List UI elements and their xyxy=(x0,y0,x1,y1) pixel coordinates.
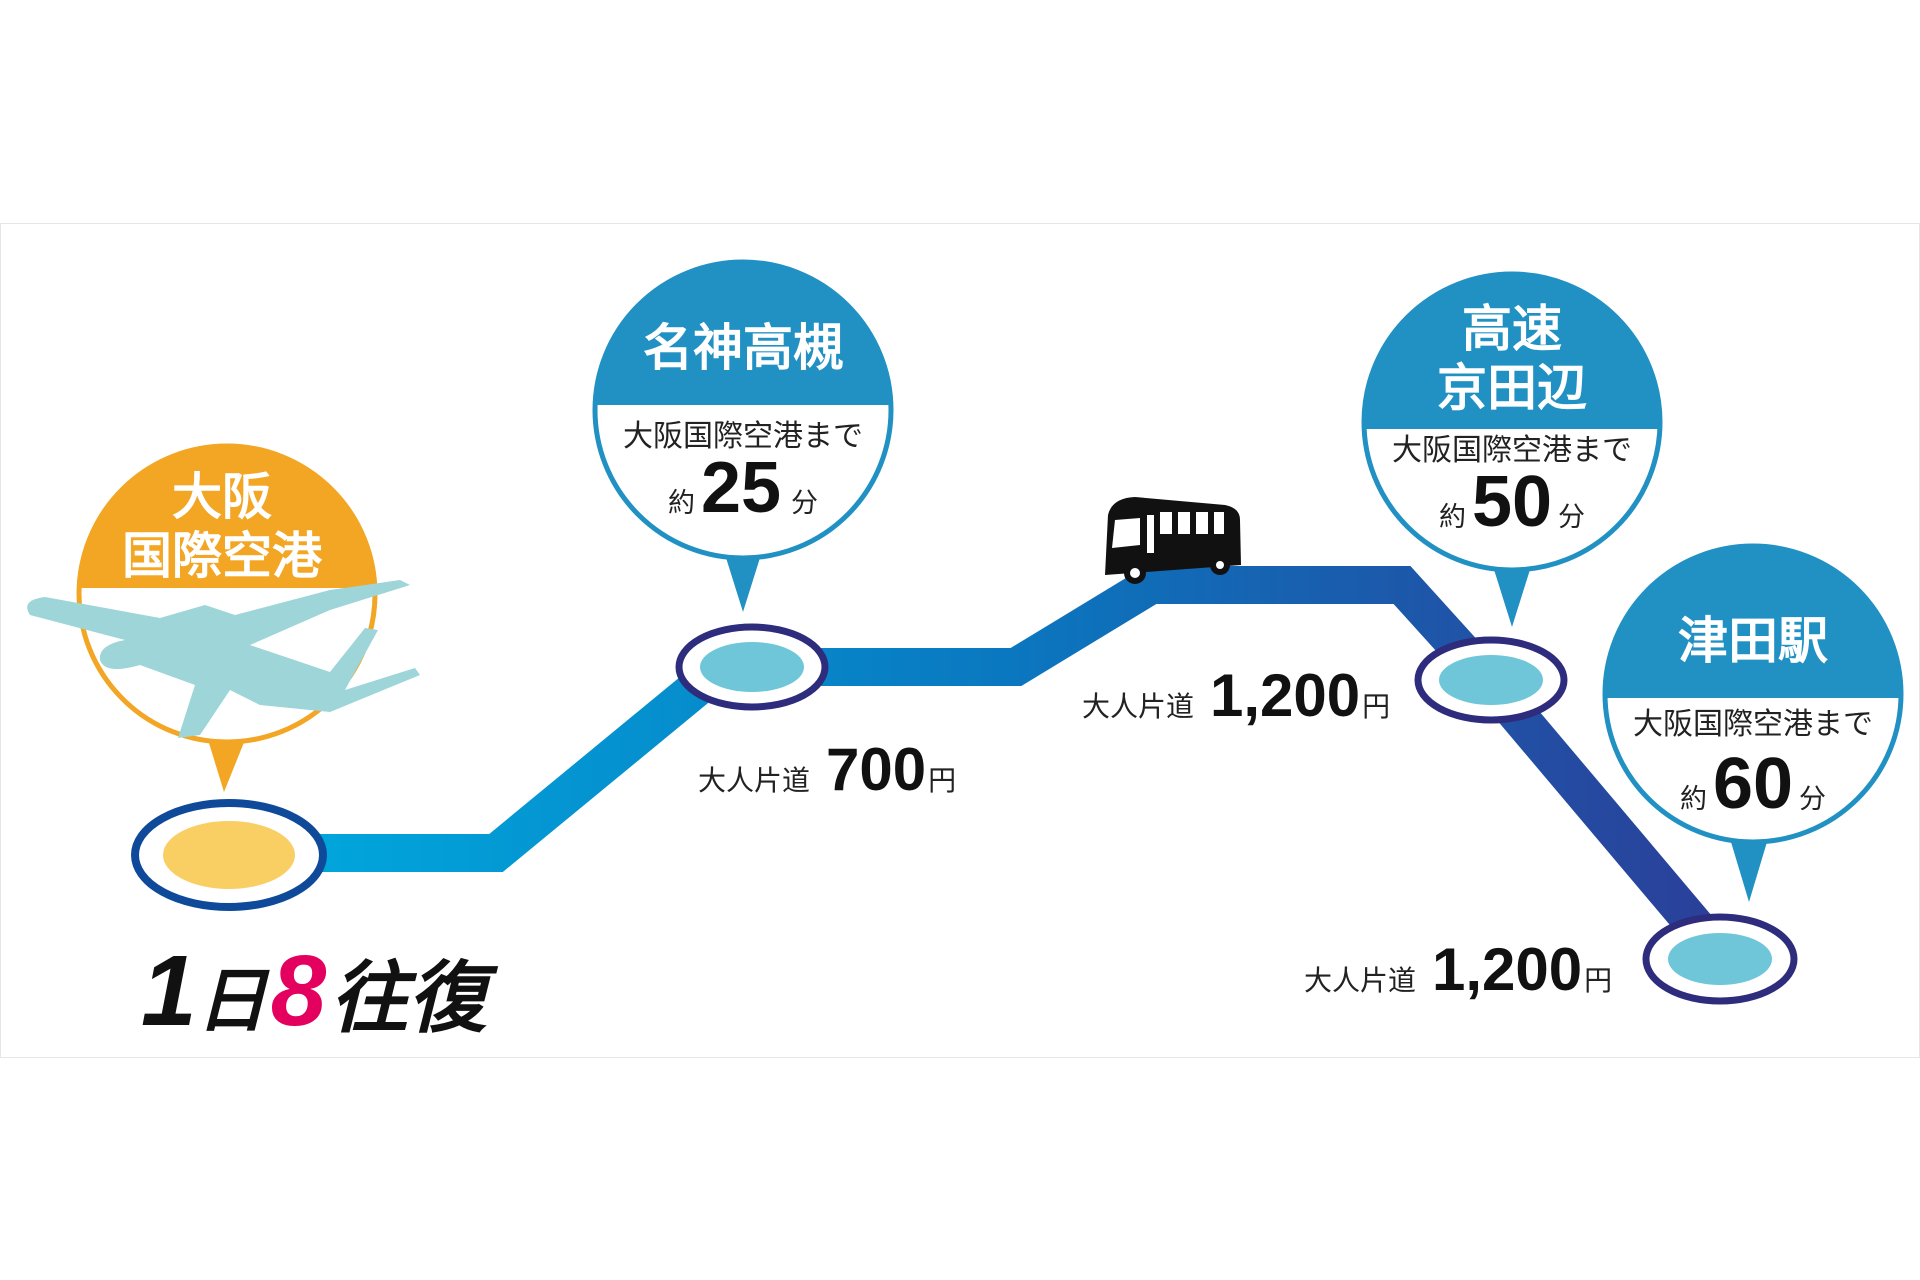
stop-name: 津田駅 xyxy=(1678,612,1828,670)
stop-station-fill xyxy=(1668,933,1772,985)
stop-name-line1: 高速 xyxy=(1462,300,1562,358)
stop-to-airport: 大阪国際空港まで xyxy=(1392,433,1632,468)
stop-to-airport: 大阪国際空港まで xyxy=(1633,707,1873,742)
bus-icon xyxy=(1105,497,1241,584)
airplane-icon xyxy=(27,580,421,738)
stop-to-airport: 大阪国際空港まで xyxy=(623,419,863,454)
origin-name-line2: 国際空港 xyxy=(122,527,323,585)
stop-station-fill xyxy=(1439,655,1543,705)
origin-station-fill xyxy=(163,821,295,889)
origin-name-line1: 大阪 xyxy=(172,468,272,526)
stop-station-fill xyxy=(700,642,804,692)
frequency-label: 1日8往復 xyxy=(141,935,498,1047)
stop-name: 名神高槻 xyxy=(643,319,843,377)
stop-name-line2: 京田辺 xyxy=(1437,359,1587,417)
